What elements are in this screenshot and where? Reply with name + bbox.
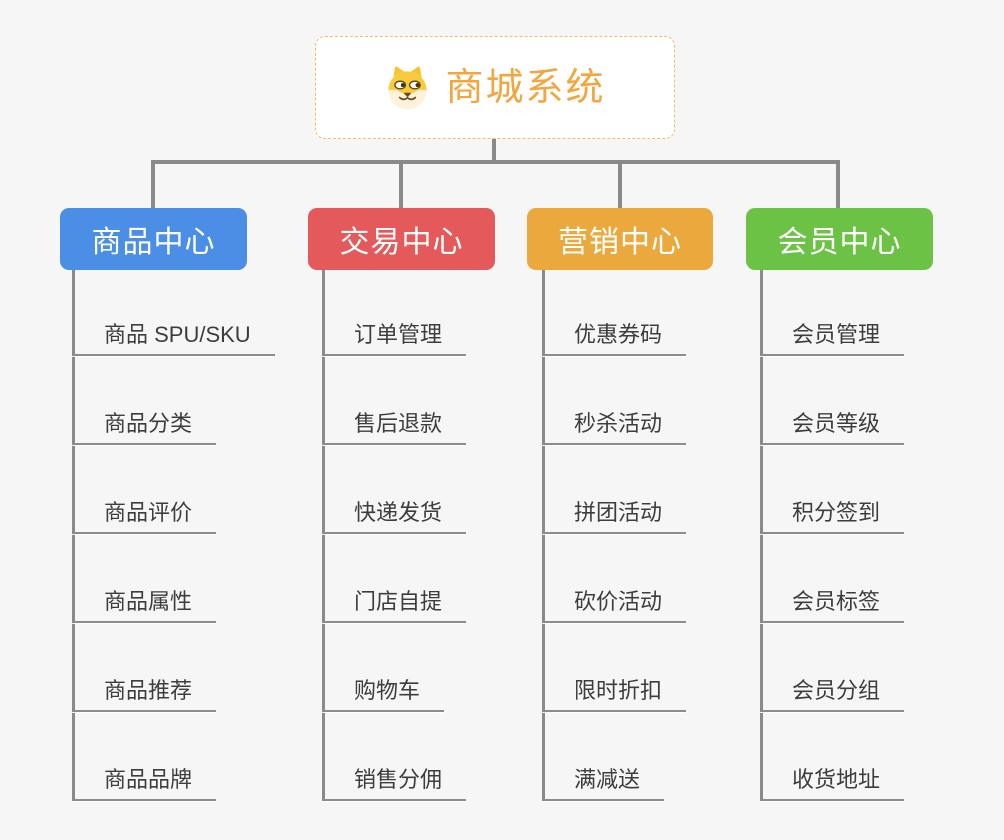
branch-vertical-line (322, 267, 325, 801)
leaf-topic[interactable]: 商品评价 (72, 500, 217, 534)
root-topic-title: 商城系统 (445, 66, 606, 109)
leaf-topic[interactable]: 商品 SPU/SKU (72, 322, 275, 356)
branch-topic-product-center[interactable]: 商品中心 (60, 208, 247, 270)
leaf-topic[interactable]: 订单管理 (322, 322, 467, 356)
leaf-topic[interactable]: 销售分佣 (322, 767, 467, 801)
branch-topic-member-center[interactable]: 会员中心 (746, 208, 933, 270)
leaf-topic[interactable]: 商品分类 (72, 411, 217, 445)
connector-drop (836, 160, 840, 209)
branch-vertical-line (542, 267, 545, 801)
connector-root-drop (492, 138, 496, 163)
branch-topic-marketing-center[interactable]: 营销中心 (527, 208, 713, 270)
branch-items-marketing-center: 优惠券码 秒杀活动 拼团活动 砍价活动 限时折扣 满减送 (542, 267, 687, 801)
leaf-topic[interactable]: 会员等级 (760, 411, 905, 445)
leaf-topic[interactable]: 快递发货 (322, 500, 467, 534)
connector-drop (151, 160, 155, 209)
leaf-topic[interactable]: 会员分组 (760, 678, 905, 712)
branch-vertical-line (760, 267, 763, 801)
leaf-topic[interactable]: 满减送 (542, 767, 665, 801)
leaf-topic[interactable]: 收货地址 (760, 767, 905, 801)
leaf-topic[interactable]: 拼团活动 (542, 500, 687, 534)
dog-face-icon (388, 66, 428, 110)
leaf-topic[interactable]: 商品品牌 (72, 767, 217, 801)
leaf-topic[interactable]: 会员标签 (760, 589, 905, 623)
leaf-topic[interactable]: 积分签到 (760, 500, 905, 534)
leaf-topic[interactable]: 商品属性 (72, 589, 217, 623)
root-topic[interactable]: 商城系统 (315, 36, 675, 139)
leaf-topic[interactable]: 限时折扣 (542, 678, 687, 712)
leaf-topic[interactable]: 会员管理 (760, 322, 905, 356)
connector-bus (151, 160, 840, 164)
leaf-topic[interactable]: 商品推荐 (72, 678, 217, 712)
leaf-topic[interactable]: 门店自提 (322, 589, 467, 623)
leaf-topic[interactable]: 购物车 (322, 678, 445, 712)
branch-items-product-center: 商品 SPU/SKU 商品分类 商品评价 商品属性 商品推荐 商品品牌 (72, 267, 275, 801)
connector-drop (399, 160, 403, 209)
leaf-topic[interactable]: 砍价活动 (542, 589, 687, 623)
branch-items-member-center: 会员管理 会员等级 积分签到 会员标签 会员分组 收货地址 (760, 267, 905, 801)
leaf-topic[interactable]: 售后退款 (322, 411, 467, 445)
branch-vertical-line (72, 267, 75, 801)
branch-topic-trade-center[interactable]: 交易中心 (308, 208, 495, 270)
connector-drop (618, 160, 622, 209)
branch-items-trade-center: 订单管理 售后退款 快递发货 门店自提 购物车 销售分佣 (322, 267, 467, 801)
leaf-topic[interactable]: 秒杀活动 (542, 411, 687, 445)
leaf-topic[interactable]: 优惠券码 (542, 322, 687, 356)
